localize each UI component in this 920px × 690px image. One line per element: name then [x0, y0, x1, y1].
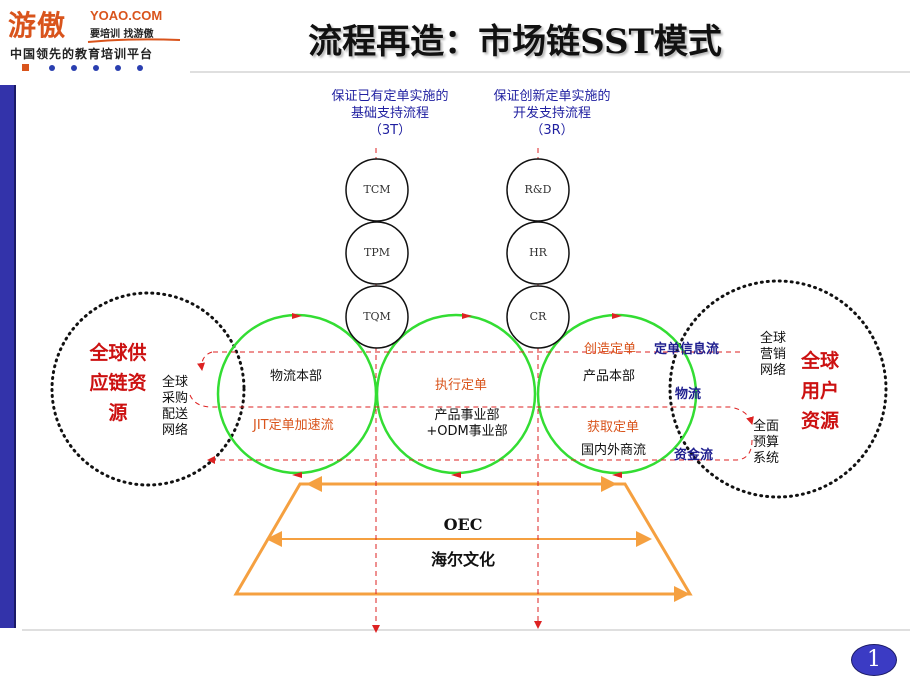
global-supply-chain-resource: 全球供 应链资 源 — [89, 342, 147, 424]
budget-system: 全面 预算 系统 — [753, 419, 780, 466]
label-tcm: TCM — [363, 183, 391, 196]
right-resource-circle — [668, 279, 888, 499]
logo-swoosh — [87, 38, 181, 43]
product-dept: 产品本部 — [583, 369, 636, 384]
order-info-flow-label: 定单信息流 — [654, 342, 720, 357]
global-procurement-network: 全球 采购 配送 网络 — [162, 375, 189, 438]
sidebar-bar — [0, 85, 16, 628]
create-order: 创造定单 — [584, 342, 637, 357]
global-user-resource: 全球 用户 资源 — [800, 350, 839, 432]
logo-square — [22, 64, 29, 71]
global-marketing-network: 全球 营销 网络 — [760, 331, 787, 378]
dev-process-label: 保证创新定单实施的 开发支持流程 （3R） — [493, 89, 611, 138]
left-resource-circle — [50, 291, 246, 487]
haier-culture-label: 海尔文化 — [430, 550, 495, 569]
capital-flow-label: 资金流 — [674, 448, 714, 463]
obtain-order: 获取定单 — [587, 420, 640, 435]
circle-tpm — [345, 221, 409, 285]
page-number-badge: 1 — [851, 644, 897, 676]
execute-order: 执行定单 — [435, 378, 488, 393]
circle-rd — [506, 158, 570, 222]
circle-tqm — [345, 285, 409, 349]
circle-cr — [506, 285, 570, 349]
logistics-flow-label: 物流 — [675, 387, 702, 402]
ring-logistics — [216, 313, 378, 475]
page-title: 流程再造：市场链SST模式 — [308, 22, 722, 62]
logo-dots — [49, 65, 143, 71]
label-hr: HR — [529, 246, 547, 259]
logo-brand: 游傲 — [8, 9, 67, 42]
oec-label: OEC — [443, 515, 483, 534]
label-tqm: TQM — [363, 310, 391, 323]
jit-flow: JIT定单加速流 — [253, 418, 334, 433]
logo-tagline: 中国领先的教育培训平台 — [10, 47, 154, 61]
circle-tcm — [345, 158, 409, 222]
product-divisions: 产品事业部 +ODM事业部 — [426, 408, 508, 439]
capital-flow — [207, 439, 753, 464]
label-rd: R&D — [524, 183, 552, 196]
label-cr: CR — [529, 310, 547, 323]
logistics-dept: 物流本部 — [270, 369, 323, 384]
label-tpm: TPM — [363, 246, 390, 259]
ring-execute — [375, 313, 537, 475]
base-process-label: 保证已有定单实施的 基础支持流程 （3T） — [331, 89, 449, 138]
circle-hr — [506, 221, 570, 285]
domestic-foreign-commerce: 国内外商流 — [581, 443, 647, 458]
logo-domain: YOAO.COM — [90, 8, 163, 23]
logo-slogan: 要培训 找游傲 — [90, 29, 154, 40]
